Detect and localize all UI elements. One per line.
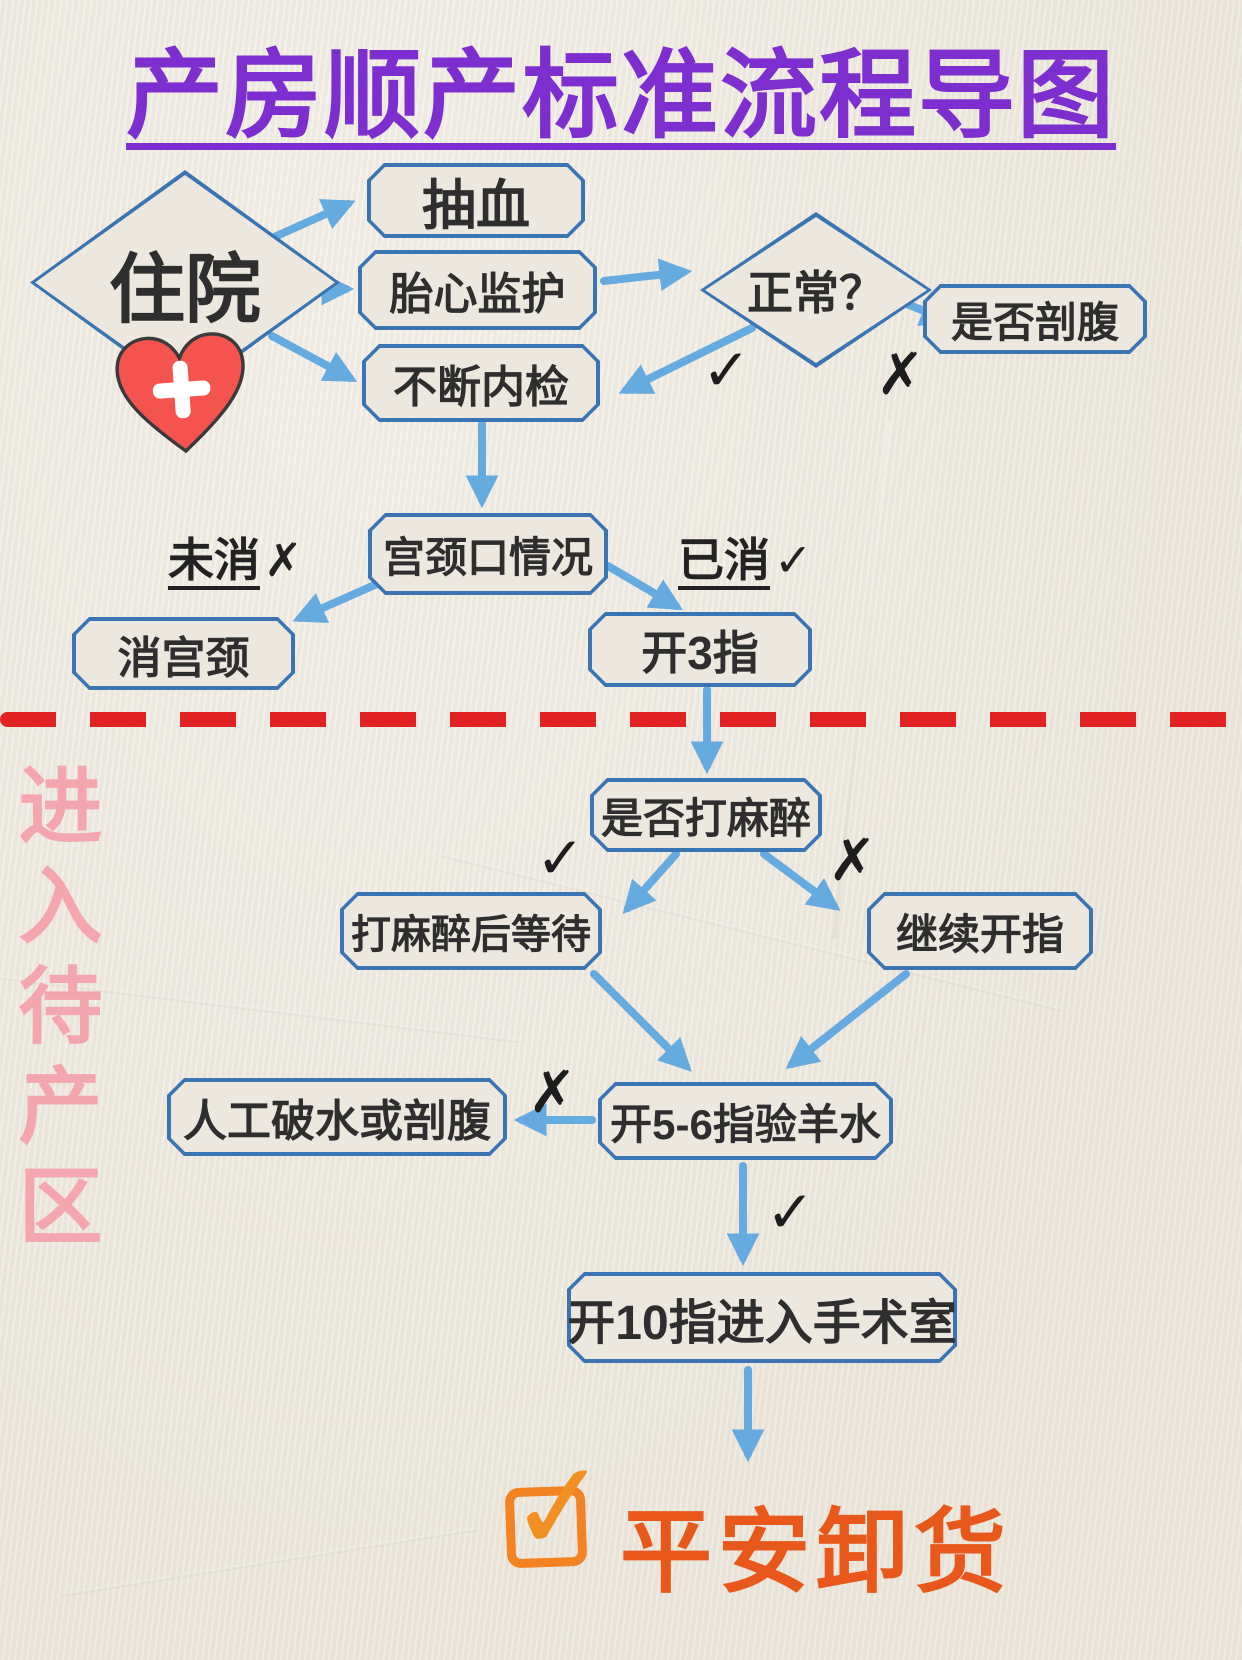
- paper-crease: [62, 1527, 478, 1597]
- branch-effaced: 已消✓: [678, 524, 813, 590]
- cross-mark-icon: ✗: [828, 828, 877, 893]
- node-normal-question-label: 正常？: [747, 267, 885, 319]
- node-normal-question: 正常？: [700, 212, 932, 368]
- node-shape-fill: [371, 167, 581, 234]
- node-dilate-10-label: 开10指进入手术室: [567, 1296, 957, 1350]
- page-title: 产房顺产标准流程导图: [126, 41, 1116, 150]
- arrow-anesthesia-yes-wait: [622, 850, 680, 915]
- check-mark-icon: ✓: [536, 826, 585, 891]
- node-shape-fill: [594, 782, 818, 848]
- node-rupture-or-cesarean: 人工破水或剖腹: [167, 1078, 507, 1156]
- zone-label-waiting-area: 进入待产区: [7, 762, 101, 1262]
- cross-mark-icon: ✗: [876, 342, 925, 407]
- arrow-continue-dilate56: [785, 970, 910, 1070]
- check-mark-icon: ✓: [702, 338, 751, 403]
- cross-mark-icon: ✗: [264, 534, 303, 586]
- branch-not-effaced: 未消✗: [168, 524, 303, 590]
- node-internal-exam-label: 不断内检: [393, 363, 569, 412]
- node-keep-dilating-label: 继续开指: [895, 910, 1064, 958]
- node-cesarean-question-label: 是否剖腹: [950, 298, 1119, 346]
- node-wait-after-anesthesia-label: 打麻醉后等待: [351, 913, 591, 957]
- node-anesthesia-question: 是否打麻醉: [590, 778, 822, 852]
- node-shape-fill: [592, 616, 808, 683]
- branch-effaced-label: 已消: [678, 534, 770, 586]
- node-shape-fill: [366, 348, 596, 418]
- heart-cross-icon: [115, 332, 245, 454]
- node-wait-after-anesthesia: 打麻醉后等待: [340, 892, 602, 970]
- node-dilate-10: 开10指进入手术室: [567, 1272, 957, 1363]
- node-efface-cervix: 消宫颈: [72, 617, 295, 690]
- node-blood-draw: 抽血: [367, 163, 585, 238]
- cross-horizontal: [152, 380, 211, 399]
- node-rupture-or-cesarean-label: 人工破水或剖腹: [183, 1097, 491, 1146]
- node-dilate-5-6-label: 开5-6指验羊水: [610, 1100, 881, 1148]
- node-cesarean-question: 是否剖腹: [923, 284, 1147, 354]
- footer-label: 平安卸货: [620, 1502, 1013, 1604]
- node-dilate-5-6: 开5-6指验羊水: [598, 1082, 893, 1160]
- node-shape-fill: [362, 254, 593, 326]
- branch-not-effaced-label: 未消: [168, 534, 260, 586]
- section-divider: [0, 712, 1242, 727]
- node-shape-fill: [372, 517, 604, 591]
- node-admission-label: 住院: [109, 247, 261, 333]
- footer-check-icon: ✓: [503, 1435, 615, 1579]
- cross-mark-icon: ✗: [528, 1060, 577, 1125]
- node-shape-fill: [76, 621, 291, 686]
- node-internal-exam: 不断内检: [362, 344, 600, 422]
- node-blood-draw-label: 抽血: [422, 176, 530, 236]
- node-fetal-monitor: 胎心监护: [358, 250, 597, 330]
- node-anesthesia-question-label: 是否打麻醉: [600, 794, 811, 842]
- node-keep-dilating: 继续开指: [867, 892, 1093, 970]
- node-efface-cervix-label: 消宫颈: [117, 633, 250, 683]
- node-dilate-3: 开3指: [588, 612, 812, 687]
- node-shape-fill: [571, 1276, 953, 1359]
- arrow-fetal-monitor-normal: [600, 258, 693, 292]
- node-shape-fill: [602, 1086, 889, 1156]
- node-shape-fill: [871, 896, 1089, 966]
- node-shape-fill: [927, 288, 1143, 350]
- check-mark-icon: ✓: [766, 1180, 815, 1245]
- node-dilate-3-label: 开3指: [641, 626, 759, 679]
- node-cervix-status: 宫颈口情况: [368, 513, 608, 595]
- arrow-wait-dilate56: [590, 970, 692, 1072]
- arrow-cervix-dilate3: [604, 562, 684, 611]
- node-shape-fill: [171, 1082, 503, 1152]
- node-fetal-monitor-label: 胎心监护: [389, 270, 566, 319]
- check-mark-icon: ✓: [774, 534, 813, 586]
- node-shape-fill: [344, 896, 598, 966]
- arrow-anesthesia-no-continue: [760, 850, 841, 911]
- node-cervix-status-label: 宫颈口情况: [382, 533, 593, 581]
